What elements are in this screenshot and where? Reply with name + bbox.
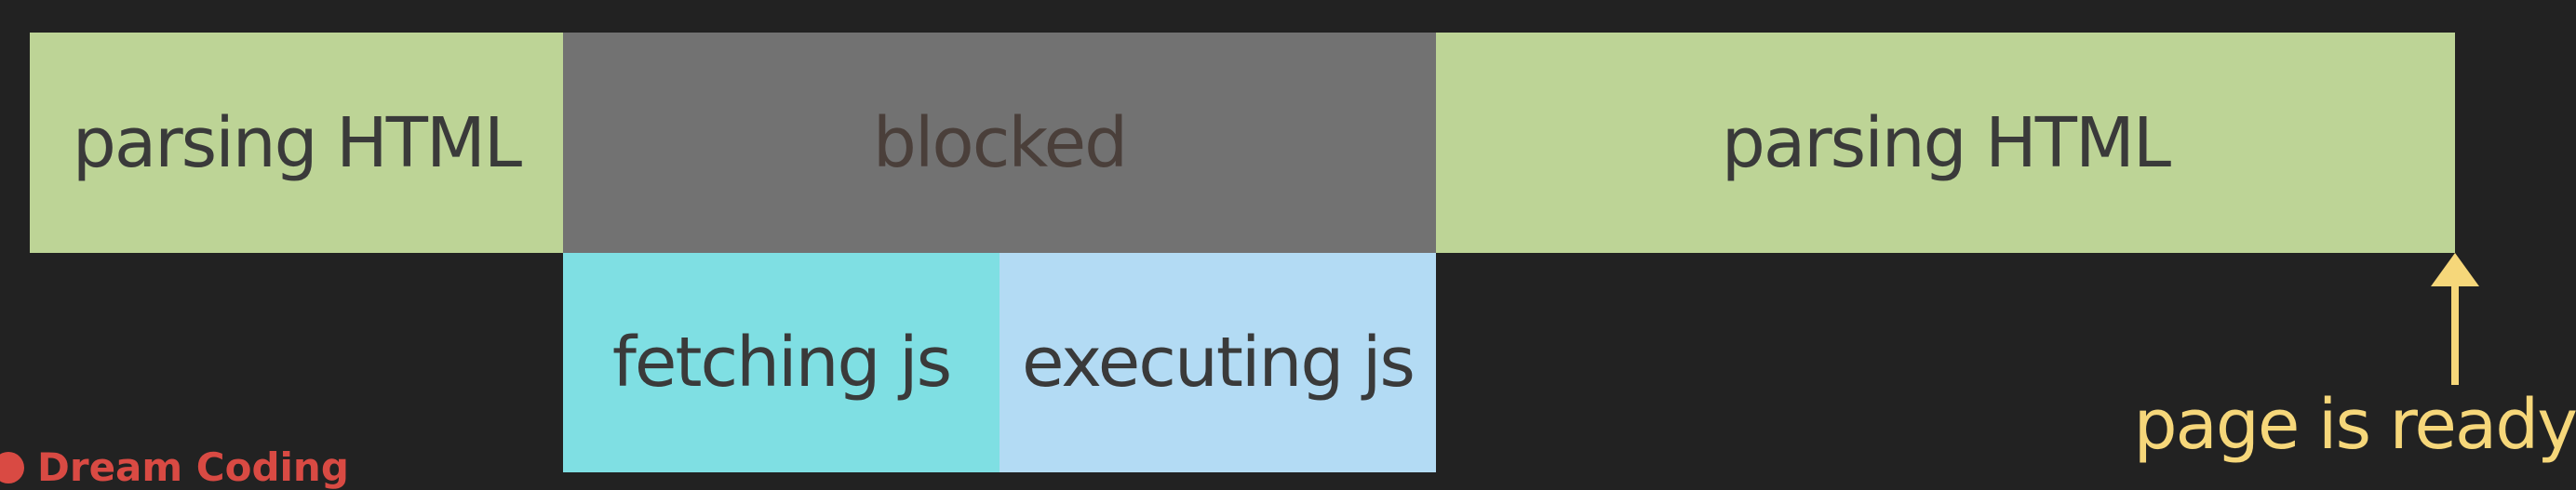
page-ready-label: page is ready xyxy=(2133,385,2576,465)
blocked-block: blocked xyxy=(563,33,1436,253)
parsing-html-block-first: parsing HTML xyxy=(30,33,563,253)
blocked-label: blocked xyxy=(872,102,1128,183)
watermark-logo: Dream Coding xyxy=(0,444,349,490)
fetching-js-label: fetching js xyxy=(611,323,952,403)
up-arrow-icon xyxy=(2431,253,2479,385)
executing-js-label: executing js xyxy=(1022,323,1415,403)
parsing-html-label-first: parsing HTML xyxy=(72,102,522,183)
logo-icon xyxy=(0,451,24,483)
parsing-html-label-second: parsing HTML xyxy=(1721,102,2171,183)
parsing-html-block-second: parsing HTML xyxy=(1436,33,2455,253)
watermark-text: Dream Coding xyxy=(37,444,349,490)
fetching-js-block: fetching js xyxy=(563,253,1000,472)
executing-js-block: executing js xyxy=(1000,253,1436,472)
